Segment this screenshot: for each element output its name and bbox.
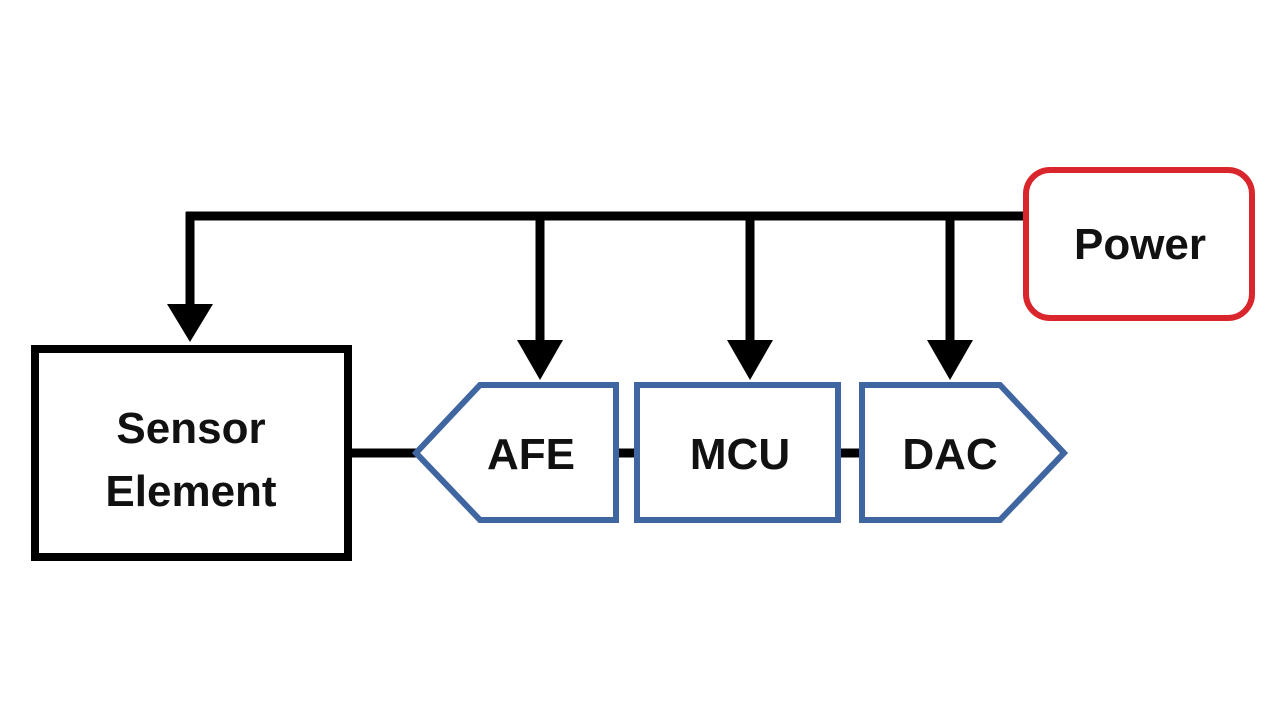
arrowhead-to-dac <box>927 340 973 380</box>
power-block: Power <box>1023 167 1255 321</box>
dac-label: DAC <box>902 430 997 479</box>
arrowheads <box>167 304 973 380</box>
power-bus <box>185 211 1026 345</box>
sensor-element-block: Sensor Element <box>31 345 352 561</box>
mcu-label: MCU <box>690 430 790 479</box>
sensor-element-label-line1: Sensor <box>116 404 265 453</box>
arrowhead-to-afe <box>517 340 563 380</box>
sensor-element-label-line2: Element <box>105 467 277 516</box>
power-label: Power <box>1074 220 1206 269</box>
dac-shape <box>859 382 1069 523</box>
afe-shape <box>411 382 619 523</box>
afe-label: AFE <box>487 430 575 479</box>
arrowhead-to-sensor <box>167 304 213 342</box>
power-box <box>1023 167 1255 321</box>
mcu-block: MCU <box>634 382 841 523</box>
mcu-box <box>634 382 841 523</box>
dac-block: DAC <box>859 382 1069 523</box>
sensor-element-box <box>31 345 352 561</box>
afe-block: AFE <box>411 382 619 523</box>
arrowhead-to-mcu <box>727 340 773 380</box>
